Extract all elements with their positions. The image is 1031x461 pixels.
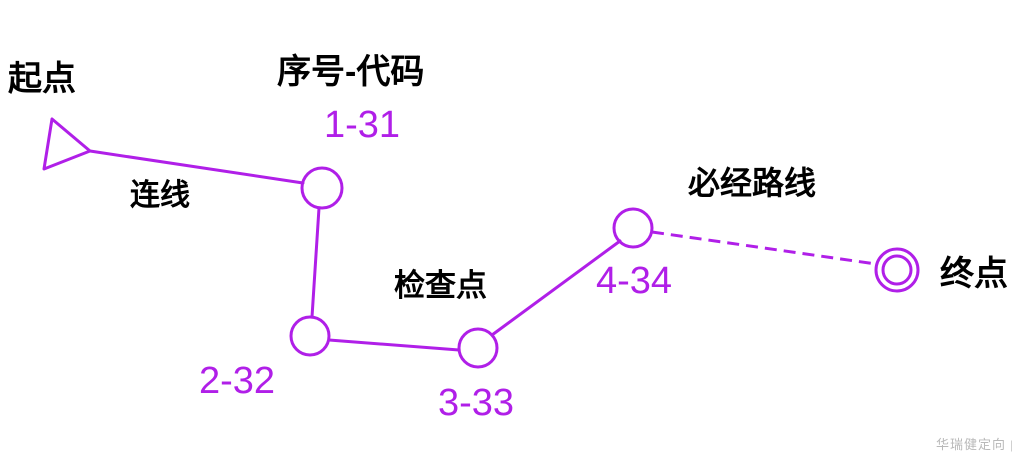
watermark-text: 华瑞健定向 | [936,437,1014,452]
control-circle-3 [457,327,499,369]
leg-control-3-to-control-4 [490,239,622,337]
control-code-label-2: 2-32 [199,360,276,402]
course-legs [88,149,877,352]
control-circle-4 [612,207,654,249]
control-code-label-4: 4-34 [596,260,673,302]
control-circle-1 [300,166,344,210]
control-code-label-3: 3-33 [438,382,515,424]
leg-control-4-to-finish-dashed [651,230,877,266]
leg-control-2-to-control-3 [327,338,461,352]
legend-label-connector: 连线 [130,179,190,212]
legend-label-required-route: 必经路线 [688,165,817,201]
control-circle-2 [289,315,331,357]
legend-label-checkpoint: 检查点 [394,268,487,303]
legend-label-finish: 终点 [940,255,1008,293]
legend-label-sequence-code: 序号-代码 [277,53,425,91]
finish-double-circle-icon [874,247,920,293]
leg-control-1-to-control-2 [310,206,321,319]
leg-start-to-control-1 [88,149,305,185]
start-triangle-icon [42,117,92,171]
legend-label-start: 起点 [8,60,76,98]
control-code-label-1: 1-31 [324,104,401,146]
